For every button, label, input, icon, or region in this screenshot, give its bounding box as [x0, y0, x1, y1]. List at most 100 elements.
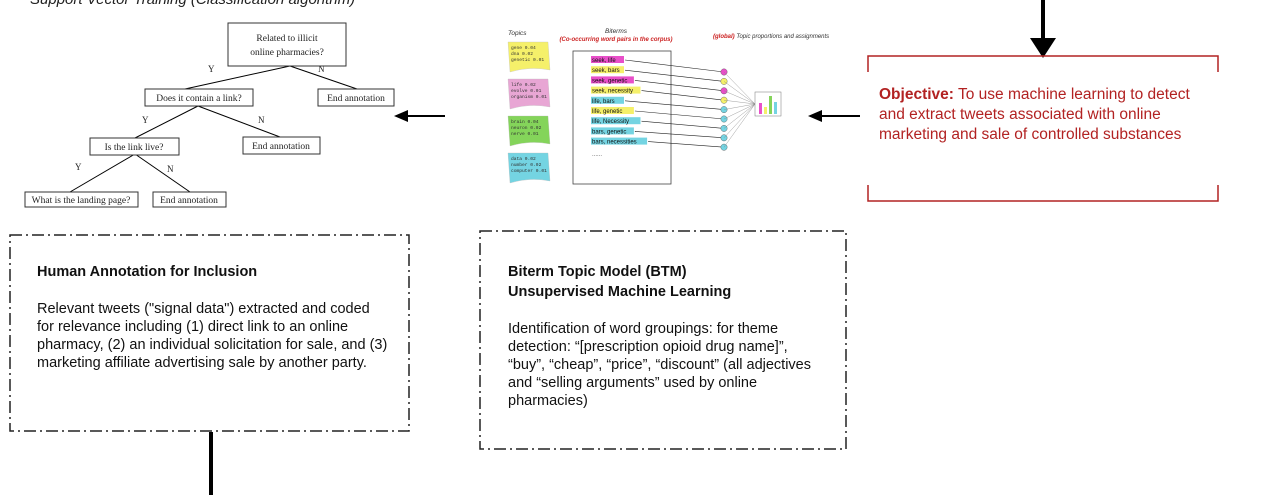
- biterm-text: life, Necessity: [592, 119, 629, 125]
- objective-body: To use machine learning to detect and ex…: [879, 86, 1190, 143]
- tree-edge-q3-landing: [69, 153, 136, 193]
- proportion-bar: [774, 102, 777, 114]
- proportion-frame: [754, 91, 782, 117]
- tree-node-q3-end: [152, 191, 227, 208]
- biterm-to-bars: [723, 103, 756, 110]
- tree-q3-text: Is the link live?: [105, 143, 164, 153]
- tree-edge-q2-q3: [134, 105, 199, 139]
- btm-card-body: Identification of word groupings: for th…: [508, 321, 811, 409]
- biterm-connector: [641, 90, 725, 101]
- biterm-connector: [648, 141, 725, 148]
- tree-edge-q3-end: [134, 153, 191, 193]
- topic-note-paper: [507, 115, 551, 147]
- biterm-row: bars, genetic: [591, 103, 756, 142]
- biterm-highlight: [591, 137, 648, 145]
- tree-q3-end-text: End annotation: [160, 196, 218, 206]
- biterm-row: life, genetic: [591, 103, 756, 123]
- biterm-row: life, Necessity: [591, 103, 756, 132]
- topic-note-row: brain 0.04: [511, 119, 539, 125]
- objective-bracket: [867, 55, 1219, 202]
- tree-edge-q2-end: [197, 105, 281, 138]
- biterm-row: life, bars: [591, 96, 756, 114]
- tree-node-q2: [144, 88, 254, 107]
- topic-note-paper: [507, 78, 551, 110]
- topic-note-row: life 0.02: [511, 82, 536, 88]
- tree-edge-root-q2: [184, 65, 291, 90]
- topic-note-row: dna 0.02: [511, 51, 533, 57]
- btm-proportions-rest: Topic proportions and assignments: [736, 34, 829, 40]
- btm-biterms-header: Biterms: [605, 28, 628, 35]
- biterm-highlight: [591, 86, 641, 94]
- biterm-text: bars, genetic: [592, 129, 626, 135]
- biterm-highlight: [591, 66, 624, 74]
- no-label-q3: N: [167, 164, 174, 174]
- topic-note-row: data 0.02: [511, 156, 536, 162]
- biterm-to-bars: [723, 100, 756, 105]
- biterm-to-bars: [723, 103, 756, 120]
- biterm-text: life, genetic: [592, 109, 622, 115]
- btm-card-border: [479, 230, 847, 450]
- btm-biterms-subheader: (Co-occurring word pairs in the corpus): [559, 37, 672, 43]
- biterms-ellipsis: ......: [592, 152, 602, 158]
- btm-proportions-header: (global) Topic proportions and assignmen…: [713, 34, 829, 40]
- tree-landing-text: What is the landing page?: [32, 196, 131, 206]
- proportion-bar: [769, 96, 772, 114]
- btm-topics-header: Topics: [508, 30, 527, 37]
- biterm-connector: [624, 59, 725, 73]
- tree-root-line1: Related to illicit: [256, 34, 318, 44]
- tree-node-root-end: [317, 88, 395, 107]
- biterm-highlight: [591, 107, 634, 114]
- proportion-bar: [759, 103, 762, 114]
- no-label-q2: N: [258, 115, 265, 125]
- yes-label-root: Y: [208, 64, 215, 74]
- biterm-to-bars: [723, 71, 756, 105]
- biterm-connector: [634, 110, 725, 120]
- topic-note-row: organism 0.01: [511, 94, 547, 100]
- topic-note-row: evolve 0.01: [511, 88, 542, 94]
- yes-label-q3: Y: [75, 162, 82, 172]
- btm-card-title-line1: Biterm Topic Model (BTM): [508, 264, 687, 280]
- biterm-to-bars: [723, 81, 756, 105]
- biterm-highlight: [591, 127, 634, 135]
- btm-figure: Topics Biterms (Co-occurring word pairs …: [507, 28, 829, 185]
- arrow-btm-to-tree-head: [394, 110, 408, 122]
- topic-note-row: nerve 0.01: [511, 131, 539, 137]
- tree-q2-end-text: End annotation: [252, 142, 310, 152]
- biterm-connector: [624, 100, 725, 110]
- biterm-connector: [624, 69, 725, 82]
- annotation-card-body: Relevant tweets ("signal data") extracte…: [37, 301, 388, 371]
- biterm-connector: [641, 120, 725, 129]
- tree-q2-text: Does it contain a link?: [156, 94, 241, 104]
- biterm-row: seek, genetic: [591, 76, 756, 105]
- biterm-to-bars: [723, 103, 756, 138]
- biterm-row: bars, necessities: [591, 103, 756, 151]
- objective-label: Objective:: [879, 86, 954, 103]
- tree-node-q3: [89, 137, 180, 156]
- topic-note-row: genetic 0.01: [511, 57, 544, 63]
- biterm-row: seek, bars: [591, 66, 756, 105]
- biterm-highlight: [591, 117, 641, 125]
- topic-note-paper: [507, 152, 551, 184]
- biterm-text: life, bars: [592, 99, 615, 105]
- arrow-objective-to-btm-head: [808, 110, 822, 122]
- topic-note-row: neuron 0.02: [511, 125, 542, 131]
- biterm-dot: [720, 106, 728, 114]
- decision-tree: Y N Y N Y N Related to illicit online ph…: [24, 22, 395, 208]
- biterm-connector: [634, 131, 725, 139]
- yes-label-q2: Y: [142, 115, 149, 125]
- objective-text: Objective: To use machine learning to de…: [879, 85, 1214, 145]
- tree-node-root: [227, 22, 347, 67]
- topic-note-row: computer 0.01: [511, 168, 547, 174]
- biterm-highlight: [591, 76, 634, 84]
- tree-root-end-text: End annotation: [327, 94, 385, 104]
- topic-note-row: number 0.02: [511, 162, 542, 168]
- biterm-to-bars: [723, 103, 756, 148]
- biterm-highlight: [591, 96, 624, 104]
- topic-note-paper: [507, 41, 551, 73]
- proportion-bar: [764, 107, 767, 114]
- tree-root-line2: online pharmacies?: [250, 48, 324, 58]
- biterm-text: seek, life: [592, 58, 616, 64]
